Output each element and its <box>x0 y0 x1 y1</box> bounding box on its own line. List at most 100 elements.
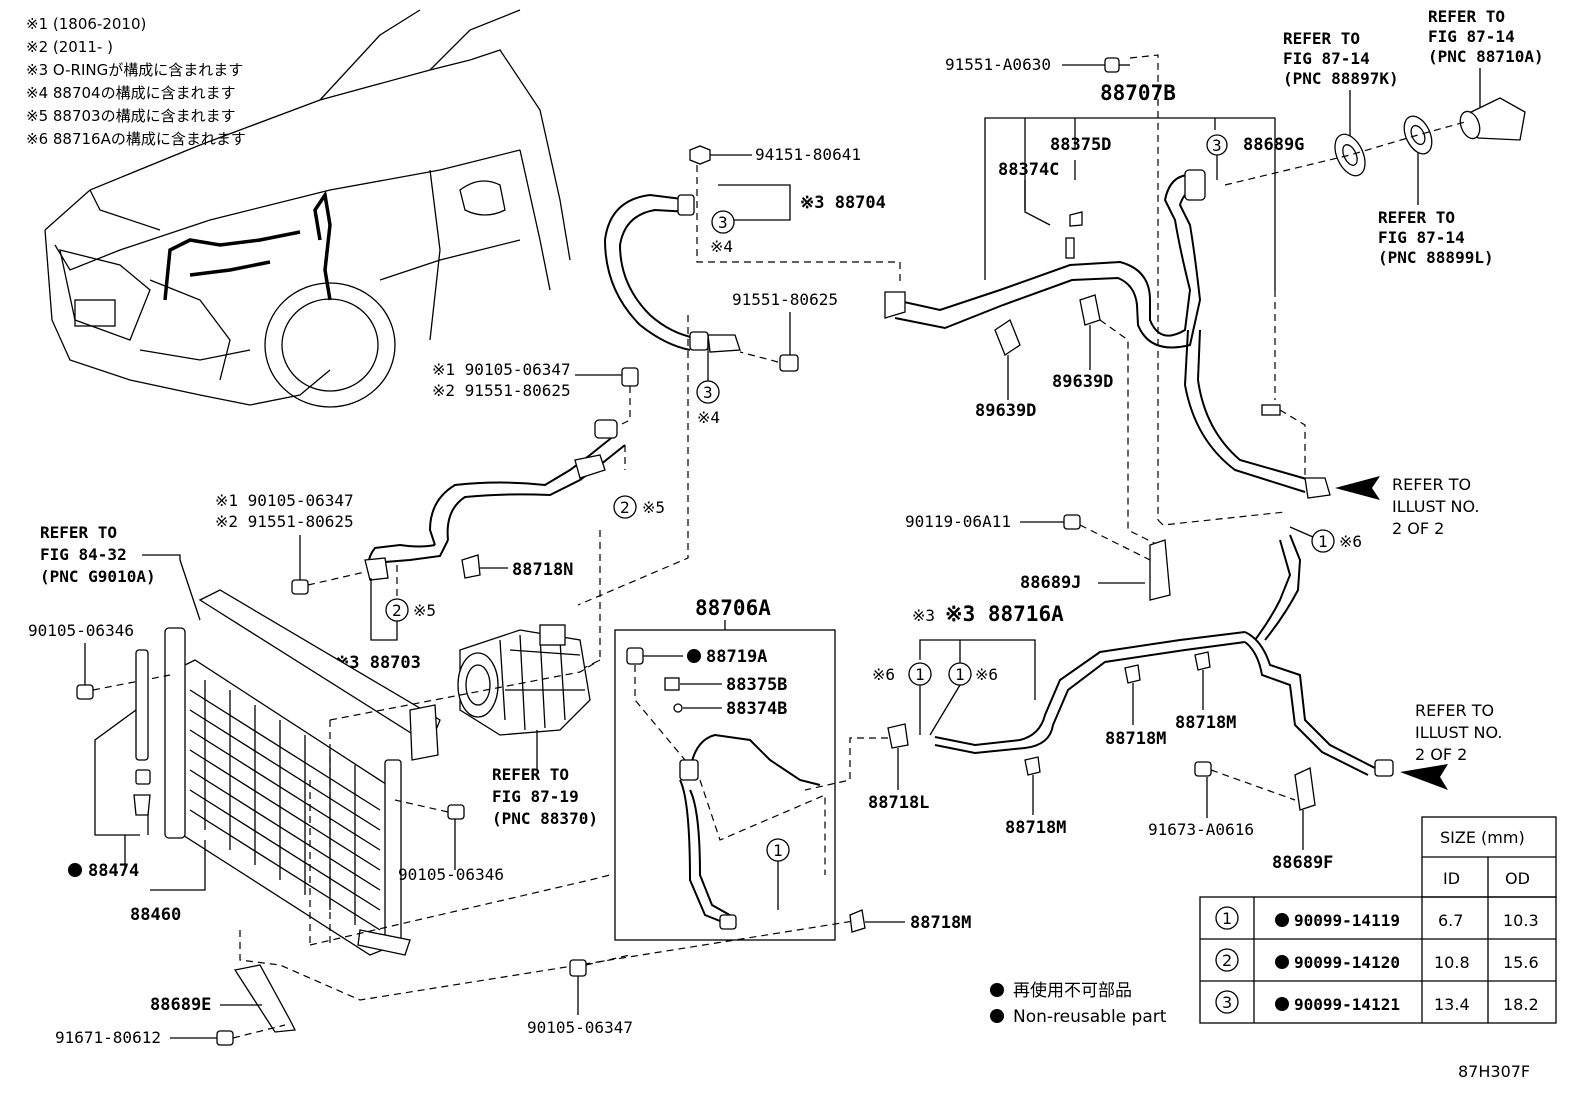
legend: 再使用不可部品 Non-reusable part <box>990 980 1167 1027</box>
label-91551-80625: 91551-80625 <box>732 290 838 309</box>
label-88719A: 88719A <box>706 647 767 667</box>
ref-block-G9010A: REFER TO FIG 84-32 (PNC G9010A) <box>40 523 156 586</box>
label-88704: ※3 88704 <box>800 193 886 213</box>
condenser-88460 <box>164 589 441 956</box>
table-row1-id: 6.7 <box>1438 911 1463 930</box>
valve-88375D <box>1065 211 1083 259</box>
svg-text:REFER TO: REFER TO <box>492 765 569 784</box>
nut-94151-80641 <box>689 145 711 165</box>
liquid-pipe-88716A <box>934 534 1394 777</box>
svg-text:(PNC G9010A): (PNC G9010A) <box>40 567 156 586</box>
circle-3-lower: 3 <box>703 383 713 402</box>
label-90105-06347-bottom: 90105-06347 <box>527 1018 633 1037</box>
note-4: ※4 88704の構成に含まれます <box>26 84 236 102</box>
svg-text:REFER TO: REFER TO <box>1378 208 1455 227</box>
svg-text:REFER TO: REFER TO <box>40 523 117 542</box>
seal-88899L <box>1403 115 1433 155</box>
table-title: SIZE (mm) <box>1440 828 1525 847</box>
svg-text:(PNC 88899L): (PNC 88899L) <box>1378 248 1494 267</box>
label-88374C: 88374C <box>998 160 1059 180</box>
table-col-od: OD <box>1505 869 1530 888</box>
label-88474: 88474 <box>88 861 139 881</box>
note-x5-b: ※5 <box>413 601 436 620</box>
clip-88718M-a <box>1124 664 1141 684</box>
label-91673-A0616: 91673-A0616 <box>1148 820 1254 839</box>
bracket-88689E <box>233 964 297 1033</box>
ref-block-88897K: REFER TO FIG 87-14 (PNC 88897K) <box>1283 29 1399 88</box>
svg-text:(PNC 88370): (PNC 88370) <box>492 809 598 828</box>
label-89639D-a: 89639D <box>975 401 1036 421</box>
bracket-strip <box>135 649 149 761</box>
pipe-88710A <box>1459 97 1526 141</box>
compressor-88370 <box>457 624 591 736</box>
label-88689J: 88689J <box>1020 573 1081 593</box>
note-6: ※6 88716Aの構成に含まれます <box>26 130 246 148</box>
clip-88718M-d <box>849 909 866 933</box>
note-x3: ※3 <box>912 606 935 625</box>
clip-89639D-a <box>994 319 1021 356</box>
note-x5-a: ※5 <box>642 498 665 517</box>
circle-1-c: 1 <box>1318 532 1328 551</box>
label-90105-06346-left: 90105-06346 <box>28 621 134 640</box>
table-row3-num: 3 <box>1222 993 1232 1012</box>
pipe-88706A <box>679 733 821 930</box>
label-90105-06347-x1b: ※1 90105-06347 <box>215 491 354 510</box>
label-88718L: 88718L <box>868 793 929 813</box>
bracket-88689F <box>1294 767 1316 811</box>
note-5: ※5 88703の構成に含まれます <box>26 107 236 125</box>
circle-1-a: 1 <box>915 665 925 684</box>
clip-88718L <box>887 723 909 749</box>
clip-88718M-c <box>1024 756 1041 776</box>
note-x4-b: ※4 <box>697 408 720 427</box>
circle-1-b: 1 <box>955 665 965 684</box>
label-91551-80625-x2: ※2 91551-80625 <box>432 381 571 400</box>
note-x4-a: ※4 <box>710 237 733 256</box>
table-row2-od: 15.6 <box>1503 953 1539 972</box>
label-90105-06346-right: 90105-06346 <box>398 865 504 884</box>
svg-text:REFER TO: REFER TO <box>1415 701 1494 720</box>
size-table: SIZE (mm) ID OD 1 90099-14119 6.7 10.3 2… <box>1199 816 1557 1024</box>
clip-89639D-b <box>1079 294 1101 326</box>
label-88375D: 88375D <box>1050 135 1111 155</box>
ref-block-illust-lower: REFER TO ILLUST NO. 2 OF 2 <box>1415 701 1502 764</box>
label-88718M-c: 88718M <box>1005 818 1066 838</box>
ref-block-illust-upper: REFER TO ILLUST NO. 2 OF 2 <box>1392 475 1479 538</box>
svg-text:2 OF 2: 2 OF 2 <box>1392 519 1444 538</box>
label-88718M-a: 88718M <box>1105 729 1166 749</box>
label-88689E: 88689E <box>150 995 211 1015</box>
label-88703: ※3 88703 <box>335 653 421 673</box>
note-3: ※3 O-RINGが構成に含まれます <box>26 61 243 79</box>
svg-text:FIG 87-14: FIG 87-14 <box>1283 49 1370 68</box>
circle-2-upper: 2 <box>620 498 630 517</box>
svg-text:REFER TO: REFER TO <box>1283 29 1360 48</box>
ref-block-88370: REFER TO FIG 87-19 (PNC 88370) <box>492 765 598 828</box>
note-1: ※1 (1806-2010) <box>26 15 146 33</box>
label-88689F: 88689F <box>1272 853 1333 873</box>
note-2: ※2 (2011- ) <box>26 38 113 56</box>
label-88718N: 88718N <box>512 560 573 580</box>
ref-block-88710A: REFER TO FIG 87-14 (PNC 88710A) <box>1428 7 1544 66</box>
table-row1-num: 1 <box>1222 909 1232 928</box>
bolt-91551-A0630 <box>1104 57 1130 73</box>
label-88460: 88460 <box>130 905 181 925</box>
clip-88718N <box>461 554 481 579</box>
legend-en: Non-reusable part <box>1013 1007 1167 1027</box>
table-row1-od: 10.3 <box>1503 911 1539 930</box>
svg-text:ILLUST NO.: ILLUST NO. <box>1415 723 1502 742</box>
car-illustration <box>44 9 571 408</box>
table-row1-part: 90099-14119 <box>1294 911 1400 930</box>
svg-text:FIG 87-14: FIG 87-14 <box>1428 27 1515 46</box>
table-row2-part: 90099-14120 <box>1294 953 1400 972</box>
cap-88474 <box>133 769 151 816</box>
note-x6-a: ※6 <box>1339 532 1362 551</box>
label-88707B: 88707B <box>1100 81 1176 105</box>
label-88718M-d: 88718M <box>910 913 971 933</box>
bolt-88689G <box>1261 404 1281 416</box>
circle-3-88704: 3 <box>718 213 728 232</box>
label-91551-A0630: 91551-A0630 <box>945 55 1051 74</box>
label-88718M-b: 88718M <box>1175 713 1236 733</box>
label-88706A: 88706A <box>695 596 771 620</box>
svg-text:REFER TO: REFER TO <box>1392 475 1471 494</box>
label-88375B: 88375B <box>726 675 787 695</box>
circle-1-88706A: 1 <box>773 841 783 860</box>
